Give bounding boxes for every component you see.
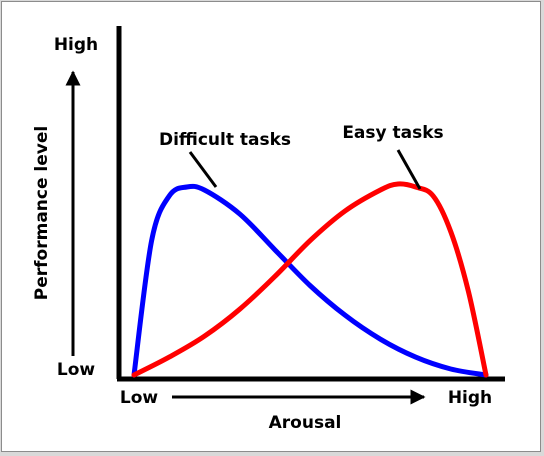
y-tick-low: Low bbox=[57, 360, 96, 380]
x-tick-high: High bbox=[448, 388, 492, 408]
x-axis-label: Arousal bbox=[269, 413, 342, 433]
difficult-tasks-label: Difficult tasks bbox=[159, 130, 291, 150]
easy-tasks-label: Easy tasks bbox=[342, 123, 443, 143]
difficult-tasks-curve bbox=[131, 183, 489, 378]
y-axis-label: Performance level bbox=[32, 126, 52, 300]
y-tick-high: High bbox=[54, 35, 98, 55]
easy-tasks-pointer bbox=[396, 149, 422, 190]
easy-tasks-curve bbox=[131, 181, 489, 378]
x-tick-low: Low bbox=[120, 388, 159, 408]
difficult-tasks-pointer bbox=[188, 151, 218, 188]
